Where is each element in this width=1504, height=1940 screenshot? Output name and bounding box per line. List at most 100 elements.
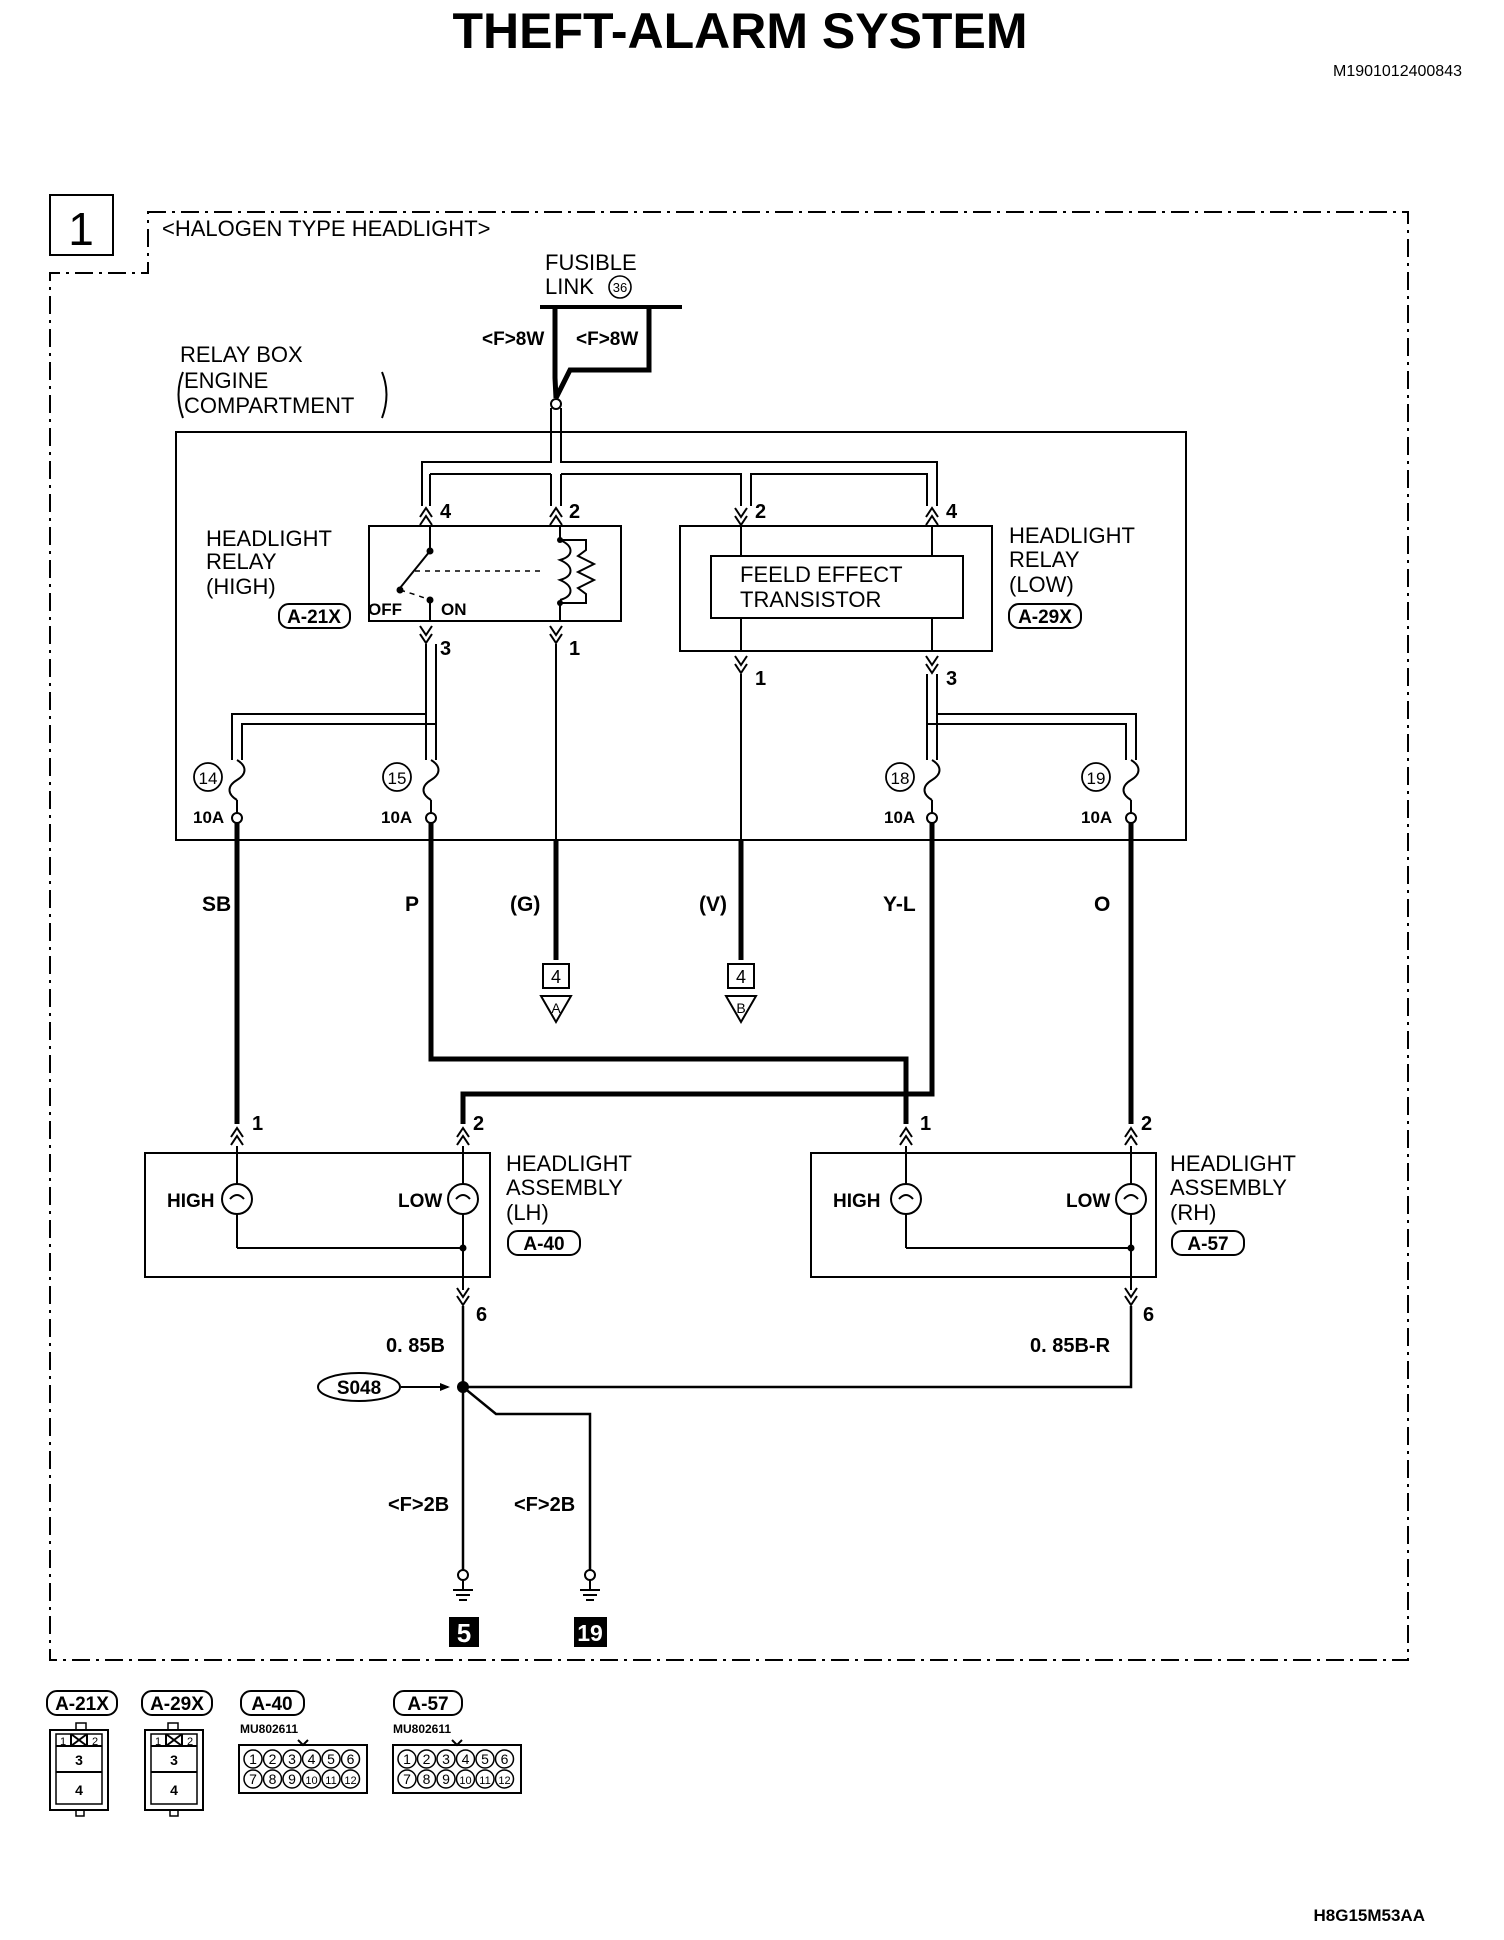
- relay-low-connector: A-29X: [1018, 607, 1072, 628]
- fusible-link-number-circle: [608, 275, 632, 299]
- feed-wire-left-spec: <F>8W: [482, 329, 544, 350]
- headlight-lh-pin-high: 1: [252, 1113, 263, 1135]
- a57-pin-number: 11: [479, 1775, 490, 1787]
- a40-pin-outline: [301, 1769, 322, 1789]
- relay-low-label: HEADLIGHT: [1009, 523, 1135, 548]
- connector-a29x-face: [144, 1722, 204, 1817]
- headlight-rh-connector-box: [1171, 1230, 1245, 1256]
- relay-low-connector-box: [1008, 603, 1082, 629]
- headlight-lh-low-label: LOW: [398, 1191, 442, 1212]
- headlight-assembly-rh: [810, 1152, 1157, 1278]
- a57-pin-number: 4: [462, 1751, 470, 1767]
- field-effect-transistor: [710, 555, 964, 619]
- relay-low-label-2: RELAY: [1009, 547, 1080, 572]
- feed-wire-right-spec: <F>8W: [576, 329, 638, 350]
- fusible-link-label-2: LINK: [545, 274, 594, 299]
- a40-pin-outline: [301, 1749, 322, 1769]
- a57-pin-number: 9: [442, 1771, 450, 1787]
- a40-pin-outline: [340, 1769, 361, 1789]
- headlight-lh-pin-low: 2: [473, 1113, 484, 1135]
- connector-a40-part: MU802611: [240, 1722, 298, 1736]
- headlight-rh-label: HEADLIGHT: [1170, 1151, 1296, 1176]
- headlight-assembly-lh: [144, 1152, 491, 1278]
- a57-pin-number: 5: [481, 1751, 489, 1767]
- a40-pin-number: 9: [288, 1771, 296, 1787]
- fuse-15-number-circle: [382, 762, 412, 792]
- relay-high-coil: [557, 526, 597, 621]
- a57-pin-outline: [397, 1769, 417, 1789]
- wire-yl-color: Y-L: [883, 893, 916, 916]
- splice-label: S048: [337, 1378, 381, 1399]
- a40-pin-outline: [340, 1749, 361, 1769]
- relay-box-bracket-left: [177, 371, 184, 419]
- relay-box-label-3: COMPARTMENT: [184, 393, 354, 418]
- connector-a29x-id: A-29X: [150, 1694, 204, 1715]
- fuse-19-rating: 10A: [1081, 808, 1112, 827]
- a57-pin-number: 3: [442, 1751, 450, 1767]
- wire-p: [428, 823, 909, 1124]
- ground-symbol-5: [449, 1569, 479, 1647]
- a57-pin-outline: [397, 1749, 417, 1769]
- connector-a21x-pin-4: 4: [75, 1782, 83, 1798]
- a57-pin-number: 8: [423, 1771, 431, 1787]
- page-title: THEFT-ALARM SYSTEM: [453, 3, 1028, 59]
- relay-high-switch: [396, 526, 540, 621]
- relay-box-label-2: ENGINE: [184, 368, 268, 393]
- connector-a40-key: [297, 1739, 309, 1747]
- a40-pin-number: 10: [305, 1775, 317, 1787]
- ground-5-number: 5: [457, 1618, 471, 1648]
- relay-to-fuse-wiring: [231, 644, 1137, 840]
- relay-low-pin-3: 3: [946, 668, 957, 690]
- wire-o-color: O: [1094, 893, 1110, 916]
- relay-high-label: HEADLIGHT: [206, 526, 332, 551]
- connector-a57-tag: [393, 1690, 463, 1716]
- fuse-18-number-circle: [885, 762, 915, 792]
- variant-label: <HALOGEN TYPE HEADLIGHT>: [162, 216, 490, 241]
- fuse-14-rating: 10A: [193, 808, 224, 827]
- connector-a21x-pin-2: 2: [92, 1736, 98, 1748]
- a57-pin-outline: [494, 1769, 515, 1789]
- connector-a21x-pin-1: 1: [60, 1736, 66, 1748]
- headlight-lh-high-label: HIGH: [167, 1191, 215, 1212]
- a57-pin-outline: [416, 1769, 437, 1789]
- a57-pin-outline: [455, 1749, 476, 1769]
- feed-wire-right: [553, 307, 652, 400]
- relay-box-label: RELAY BOX: [180, 342, 303, 367]
- a40-pin-number: 3: [288, 1751, 296, 1767]
- a40-pin-outline: [321, 1749, 341, 1769]
- fuse-19: [1122, 759, 1140, 824]
- fusible-link-number: 36: [613, 280, 627, 295]
- connector-a21x-pin-3: 3: [75, 1752, 83, 1768]
- connector-a29x-pin-3: 3: [170, 1752, 178, 1768]
- a57-pin-number: 10: [459, 1775, 471, 1787]
- a40-pin-number: 4: [308, 1751, 316, 1767]
- ground-wire-g1-spec: <F>2B: [388, 1494, 449, 1516]
- a40-pin-outline: [262, 1769, 283, 1789]
- ground-symbol-19: [574, 1569, 607, 1647]
- a57-pin-outline: [475, 1749, 495, 1769]
- offpage-ref-a: [539, 963, 573, 1025]
- relay-box-bracket-right: [381, 371, 388, 419]
- headlight-relay-high: [368, 525, 622, 622]
- connector-a57-id: A-57: [407, 1694, 448, 1715]
- connector-a57-part: MU802611: [393, 1722, 451, 1736]
- wire-yl: [460, 823, 935, 1124]
- fet-label-2: TRANSISTOR: [740, 587, 881, 612]
- connector-a21x-face: [49, 1722, 109, 1817]
- ground-wire-rh: [463, 1306, 1133, 1389]
- fuse-14-number: 14: [199, 769, 218, 788]
- headlight-lh-connector-box: [507, 1230, 581, 1256]
- relay-low-pin-2: 2: [755, 501, 766, 523]
- offpage-ref-a-page: 4: [551, 967, 561, 987]
- a40-pin-number: 1: [249, 1751, 257, 1767]
- headlight-rh-label-3: (RH): [1170, 1200, 1216, 1225]
- headlight-lh-pin-ground: 6: [476, 1304, 487, 1326]
- ground-wire-g2-spec: <F>2B: [514, 1494, 575, 1516]
- a40-pin-number: 11: [325, 1775, 336, 1787]
- a57-pin-number: 2: [423, 1751, 431, 1767]
- relay-high-connector: A-21X: [287, 607, 341, 628]
- fuse-15-rating: 10A: [381, 808, 412, 827]
- headlight-lh-connector: A-40: [523, 1234, 564, 1255]
- headlight-lh-label: HEADLIGHT: [506, 1151, 632, 1176]
